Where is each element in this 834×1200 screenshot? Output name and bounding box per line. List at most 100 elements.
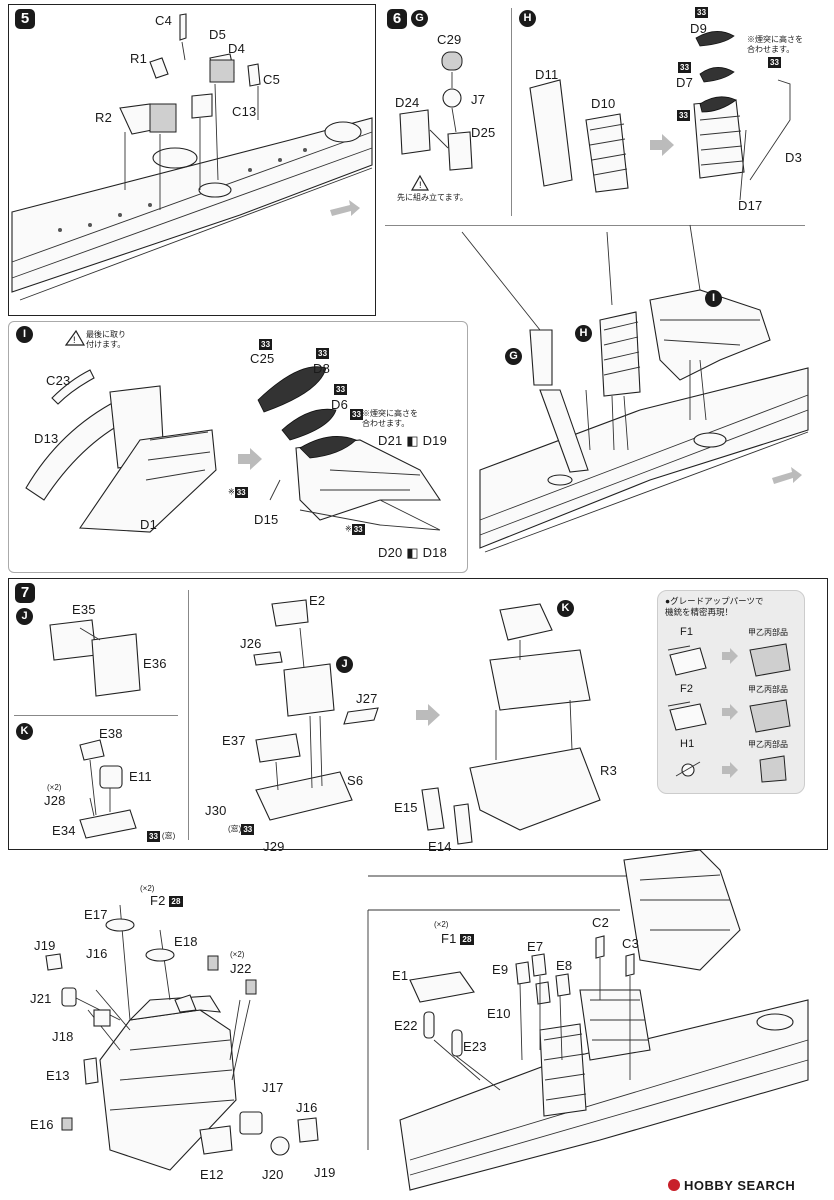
svg-text:!: ! xyxy=(73,335,76,345)
label-f2: F2 28 xyxy=(150,893,183,908)
label-d10: D10 xyxy=(591,96,616,111)
step5-panel xyxy=(8,4,376,316)
badge-33: 33 xyxy=(695,7,709,18)
label-e15: E15 xyxy=(394,800,418,815)
upgrade-row-f1-result: 甲乙丙部品 xyxy=(748,628,788,637)
upgrade-row-h1-result: 甲乙丙部品 xyxy=(748,740,788,749)
label-j16b: J16 xyxy=(296,1100,318,1115)
subassembly-i-marker: I xyxy=(16,326,33,343)
label-j27: J27 xyxy=(356,691,378,706)
label-d11: D11 xyxy=(535,67,559,82)
label-j30: J30 xyxy=(205,803,227,818)
badge-33: 33 xyxy=(678,62,692,73)
subassembly-g-marker: G xyxy=(411,10,428,27)
badge-33: 33 xyxy=(316,348,330,359)
note-assemble-first: 先に組み立てます。 xyxy=(397,193,468,202)
label-d13: D13 xyxy=(34,431,59,446)
note-window: 33(窓) xyxy=(147,831,176,842)
label-e12: E12 xyxy=(200,1167,224,1182)
label-r1: R1 xyxy=(130,51,148,66)
label-r2: R2 xyxy=(95,110,113,125)
label-c3: C3 xyxy=(622,936,640,951)
label-c2: C2 xyxy=(592,915,610,930)
label-d17: D17 xyxy=(738,198,763,213)
label-j26: J26 xyxy=(240,636,262,651)
upgrade-title: ●グレードアップパーツで機銃を精密再現！ xyxy=(665,596,764,617)
upgrade-row-f1-part: F1 xyxy=(680,626,694,638)
step5-number: 5 xyxy=(15,9,35,29)
subassembly-h-marker: H xyxy=(575,325,592,342)
upgrade-row-h1-part: H1 xyxy=(680,738,695,750)
label-j16: J16 xyxy=(86,946,108,961)
label-d20-d18: D20 ◧ D18 xyxy=(378,545,448,560)
label-e7: E7 xyxy=(527,939,544,954)
label-j19b: J19 xyxy=(314,1165,336,1180)
note-attach-last: 最後に取り付けます。 xyxy=(86,330,126,349)
subassembly-i-marker: I xyxy=(705,290,722,307)
label-c4: C4 xyxy=(155,13,173,28)
step6-number: 6 xyxy=(387,9,407,29)
upgrade-row-f2-result: 甲乙丙部品 xyxy=(748,685,788,694)
label-e34: E34 xyxy=(52,823,76,838)
label-c29: C29 xyxy=(437,32,462,47)
label-e14: E14 xyxy=(428,839,452,854)
label-e18: E18 xyxy=(174,934,198,949)
label-j7: J7 xyxy=(471,92,486,107)
label-e23: E23 xyxy=(463,1039,487,1054)
label-e1: E1 xyxy=(392,968,409,983)
label-e8: E8 xyxy=(556,958,573,973)
label-d3: D3 xyxy=(785,150,803,165)
label-j20: J20 xyxy=(262,1167,284,1182)
hobby-search-logo: HOBBY SEARCH xyxy=(668,1178,795,1193)
note-chimney-height: ※煙突に高さを合わせます。 xyxy=(747,35,803,54)
badge-33: 33 xyxy=(334,384,348,395)
divider xyxy=(511,8,512,216)
label-e16: E16 xyxy=(30,1117,54,1132)
label-c13: C13 xyxy=(232,104,257,119)
upgrade-row-f2-part: F2 xyxy=(680,683,694,695)
label-d21-d19: D21 ◧ D19 xyxy=(378,433,448,448)
badge-33: 33 xyxy=(259,339,273,350)
label-d15: D15 xyxy=(254,512,279,527)
note-window: (窓)33 xyxy=(228,824,255,835)
divider xyxy=(385,225,805,226)
subassembly-k-marker: K xyxy=(16,723,33,740)
badge-33: 33 xyxy=(677,110,690,121)
svg-text:!: ! xyxy=(419,180,422,190)
label-e38: E38 xyxy=(99,726,123,741)
step7-panel xyxy=(8,578,828,850)
label-j28: J28 xyxy=(44,793,66,808)
label-e37: E37 xyxy=(222,733,246,748)
note-chimney-height-2: 33 ※煙突に高さを合わせます。 xyxy=(350,409,418,428)
label-x2: (×2) xyxy=(140,884,155,893)
label-d24: D24 xyxy=(395,95,420,110)
label-x2: (×2) xyxy=(230,950,245,959)
label-e22: E22 xyxy=(394,1018,418,1033)
label-e10: E10 xyxy=(487,1006,511,1021)
subassembly-k-marker: K xyxy=(557,600,574,617)
label-e36: E36 xyxy=(143,656,167,671)
step7-number: 7 xyxy=(15,583,35,603)
label-e2: E2 xyxy=(309,593,326,608)
label-j21: J21 xyxy=(30,991,52,1006)
subassembly-h-marker: H xyxy=(519,10,536,27)
label-s6: S6 xyxy=(347,773,364,788)
label-x2: (×2) xyxy=(434,920,449,929)
label-d1: D1 xyxy=(140,517,158,532)
label-j17: J17 xyxy=(262,1080,284,1095)
label-d5: D5 xyxy=(209,27,227,42)
label-j18: J18 xyxy=(52,1029,74,1044)
label-f1: F1 28 xyxy=(441,931,474,946)
